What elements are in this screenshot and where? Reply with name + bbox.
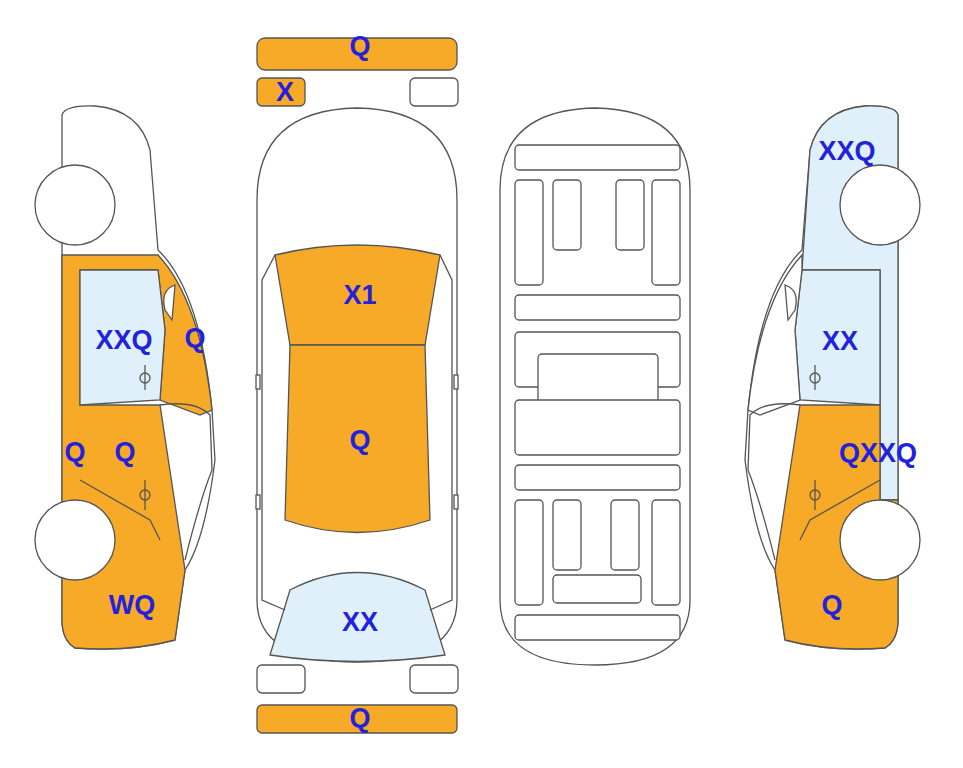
damage-code: X1 [341, 280, 378, 310]
damage-code: X [274, 77, 296, 107]
damage-code: WQ [107, 590, 158, 620]
damage-code: Q [347, 425, 372, 455]
damage-code-text: QXXQ [839, 438, 917, 468]
damage-code: Q [347, 31, 372, 61]
damage-code-text: Q [821, 590, 842, 620]
damage-code-text: Q [114, 437, 135, 467]
damage-code: Q [62, 437, 87, 467]
damage-code-text: XXQ [95, 325, 152, 355]
damage-code-text: Q [184, 323, 205, 353]
damage-code-text: Q [64, 437, 85, 467]
damage-code: Q [347, 703, 372, 733]
damage-code: Q [819, 590, 844, 620]
damage-code-text: WQ [109, 590, 156, 620]
damage-code-text: Q [349, 31, 370, 61]
damage-code: QXXQ [837, 438, 919, 468]
damage-code: Q [112, 437, 137, 467]
damage-code-text: XXQ [818, 136, 875, 166]
damage-code: XX [820, 326, 860, 356]
damage-code-text: X1 [343, 280, 376, 310]
damage-code-text: XX [822, 326, 858, 356]
damage-code-text: Q [349, 425, 370, 455]
damage-code-text: Q [349, 703, 370, 733]
damage-code: Q [182, 323, 207, 353]
damage-code: XX [340, 607, 380, 637]
damage-code: XXQ [93, 325, 154, 355]
damage-code-text: XX [342, 607, 378, 637]
damage-code-text: X [276, 77, 294, 107]
damage-code: XXQ [816, 136, 877, 166]
